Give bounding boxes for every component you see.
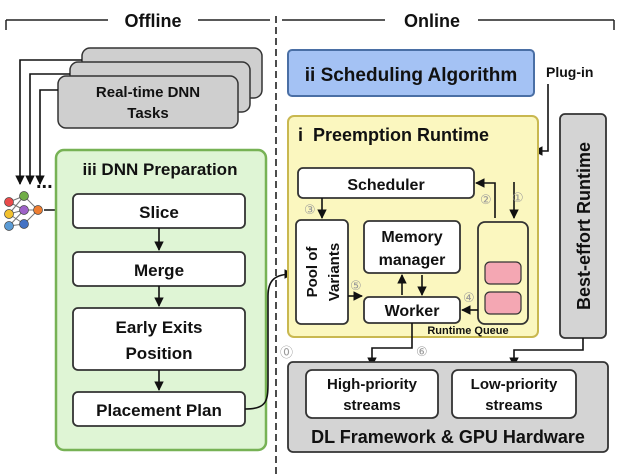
step-marker-3: ③ [304, 202, 316, 217]
low-priority-box [451, 369, 577, 419]
online-label: Online [404, 11, 460, 31]
scheduler-box [297, 167, 475, 199]
online-header: Online [282, 11, 615, 31]
step-marker-6: ⑥ [416, 344, 428, 359]
high-priority-box [305, 369, 439, 419]
memory-label-line2: manager [379, 252, 446, 269]
runtime-queue-label: Runtime Queue [427, 325, 508, 337]
framework-title: DL Framework & GPU Hardware [311, 427, 585, 447]
realtime-task-stack: Real-time DNN Tasks [57, 47, 263, 129]
step-marker-4: ④ [463, 290, 475, 305]
pool-label-line1: Pool of [304, 246, 321, 298]
pool-of-variants-box [295, 219, 349, 325]
memory-label-line1: Memory [381, 229, 442, 246]
best-effort-label: Best-effort Runtime [574, 142, 594, 310]
step-marker-1: ① [512, 190, 524, 205]
worker-to-high-arrow [367, 323, 413, 367]
task-label-line1: Real-time DNN [96, 84, 200, 101]
low-label-line2: streams [485, 397, 543, 414]
worker-label: Worker [385, 303, 440, 320]
task-label-line2: Tasks [127, 105, 168, 122]
best-effort-runtime-box: Best-effort Runtime [559, 113, 607, 339]
preparation-title: iii DNN Preparation [83, 160, 238, 179]
placement-plan-label: Placement Plan [96, 401, 222, 420]
plugin-label: Plug-in [546, 64, 593, 80]
step-marker-2: ② [480, 192, 492, 207]
step-marker-0: ⓪ [280, 345, 293, 360]
pool-label-line2: Variants [326, 243, 343, 301]
scheduling-algorithm-box: ii Scheduling Algorithm [287, 49, 535, 97]
task-ellipsis: ... [36, 171, 53, 193]
placement-to-pool-arrow [244, 269, 294, 410]
runtime-title: i Preemption Runtime [298, 125, 489, 145]
scheduling-title: ii Scheduling Algorithm [305, 65, 518, 86]
queue-scheduler-arrow [475, 178, 496, 218]
preemption-runtime-panel: i Preemption Runtime Scheduler Pool of V… [287, 115, 539, 338]
memory-manager-box [363, 220, 461, 274]
besteffort-to-low-arrow [509, 338, 584, 367]
position-label: Position [125, 344, 192, 363]
scheduler-label: Scheduler [347, 177, 424, 194]
offline-label: Offline [125, 11, 182, 31]
high-label-line1: High-priority [327, 376, 418, 393]
dl-framework-panel: High-priority streams Low-priority strea… [287, 361, 609, 453]
early-exits-label: Early Exits [116, 318, 203, 337]
high-label-line2: streams [343, 397, 401, 414]
neural-network-icon [4, 191, 43, 231]
queue-item-2 [484, 291, 522, 315]
low-label-line1: Low-priority [471, 376, 558, 393]
offline-header: Offline [5, 11, 270, 31]
merge-label: Merge [134, 261, 184, 280]
queue-item-1 [484, 261, 522, 285]
dnn-preparation-panel: iii DNN Preparation Slice Merge Early Ex… [54, 148, 268, 452]
task-input-arrows [15, 59, 82, 185]
slice-label: Slice [139, 203, 179, 222]
step-marker-5: ⑤ [350, 278, 362, 293]
